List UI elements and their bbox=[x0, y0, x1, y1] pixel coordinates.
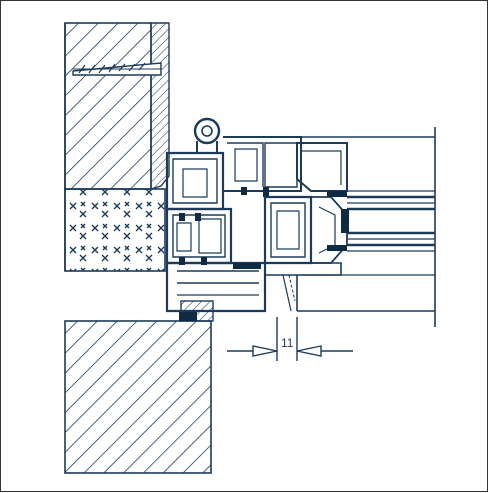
inner-reveal-lines bbox=[282, 127, 436, 327]
thermal-breaks bbox=[179, 187, 269, 269]
glass-spacers bbox=[327, 191, 349, 251]
wall-anchor-dowel bbox=[72, 62, 162, 76]
sash-profile bbox=[263, 142, 348, 276]
lower-wall bbox=[64, 320, 212, 474]
insulation-block bbox=[64, 188, 166, 272]
glass-panes bbox=[347, 190, 435, 252]
window-frame-profile bbox=[165, 136, 302, 313]
dimension-annotation bbox=[227, 317, 353, 361]
dimension-value: 11 bbox=[281, 336, 294, 350]
seal-ring bbox=[193, 117, 221, 154]
